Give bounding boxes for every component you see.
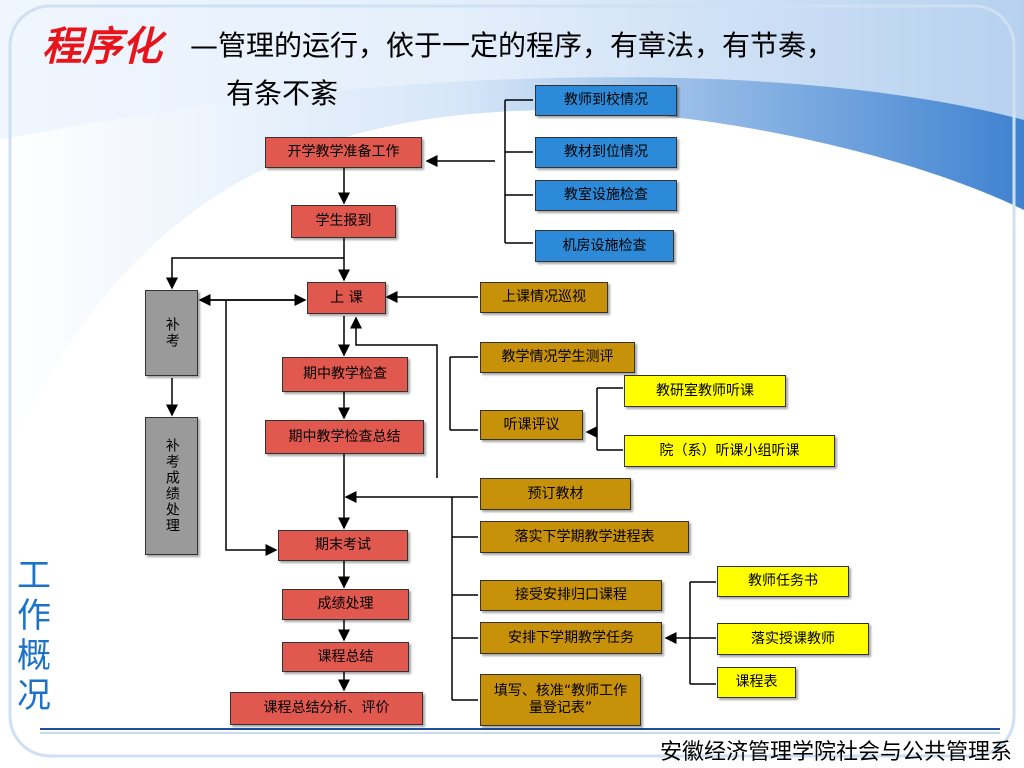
classroom-check-box: 教室设施检查 xyxy=(535,180,677,211)
title-highlight: 程序化 xyxy=(42,23,162,70)
prep-work-box: 开学教学准备工作 xyxy=(265,137,422,168)
makeup-grades-box: 补考成绩处理 xyxy=(145,417,198,555)
class-box: 上 课 xyxy=(307,282,386,314)
midterm-check-box: 期中教学检查 xyxy=(282,357,408,392)
side-label: 工作概况 xyxy=(17,556,51,716)
dept-lecture-box: 院（系）听课小组听课 xyxy=(624,435,835,467)
final-exam-box: 期末考试 xyxy=(278,530,408,561)
arrange-tasks-box: 安排下学期教学任务 xyxy=(480,622,662,654)
order-textbooks-box: 预订教材 xyxy=(480,478,631,510)
teacher-arrival-box: 教师到校情况 xyxy=(535,85,677,116)
student-eval-box: 教学情况学生测评 xyxy=(480,342,635,373)
next-progress-box: 落实下学期教学进程表 xyxy=(480,521,689,553)
textbook-arrival-box: 教材到位情况 xyxy=(535,137,677,168)
computer-lab-check-box: 机房设施检查 xyxy=(535,230,674,262)
lecture-review-box: 听课评议 xyxy=(480,410,583,440)
midterm-summary-box: 期中教学检查总结 xyxy=(265,420,424,454)
class-patrol-box: 上课情况巡视 xyxy=(480,282,608,313)
accept-courses-box: 接受安排归口课程 xyxy=(480,580,662,611)
course-schedule-box: 课程表 xyxy=(717,667,796,698)
title-line-1: —管理的运行，依于一定的程序，有章法，有节奏， xyxy=(190,29,835,62)
staff-lecture-box: 教研室教师听课 xyxy=(624,375,786,407)
student-register-box: 学生报到 xyxy=(291,205,396,238)
course-summary-box: 课程总结 xyxy=(282,642,409,672)
title-line-2: 有条不紊 xyxy=(226,77,339,110)
assign-teacher-box: 落实授课教师 xyxy=(717,623,869,655)
course-analysis-box: 课程总结分析、评价 xyxy=(230,692,423,725)
workload-form-box: 填写、核准“教师工作量登记表” xyxy=(480,674,641,726)
makeup-exam-box: 补考 xyxy=(145,290,198,376)
footer-institution: 安徽经济管理学院社会与公共管理系 xyxy=(659,740,1012,765)
teacher-task-book-box: 教师任务书 xyxy=(717,566,849,597)
grades-box: 成绩处理 xyxy=(282,589,409,620)
